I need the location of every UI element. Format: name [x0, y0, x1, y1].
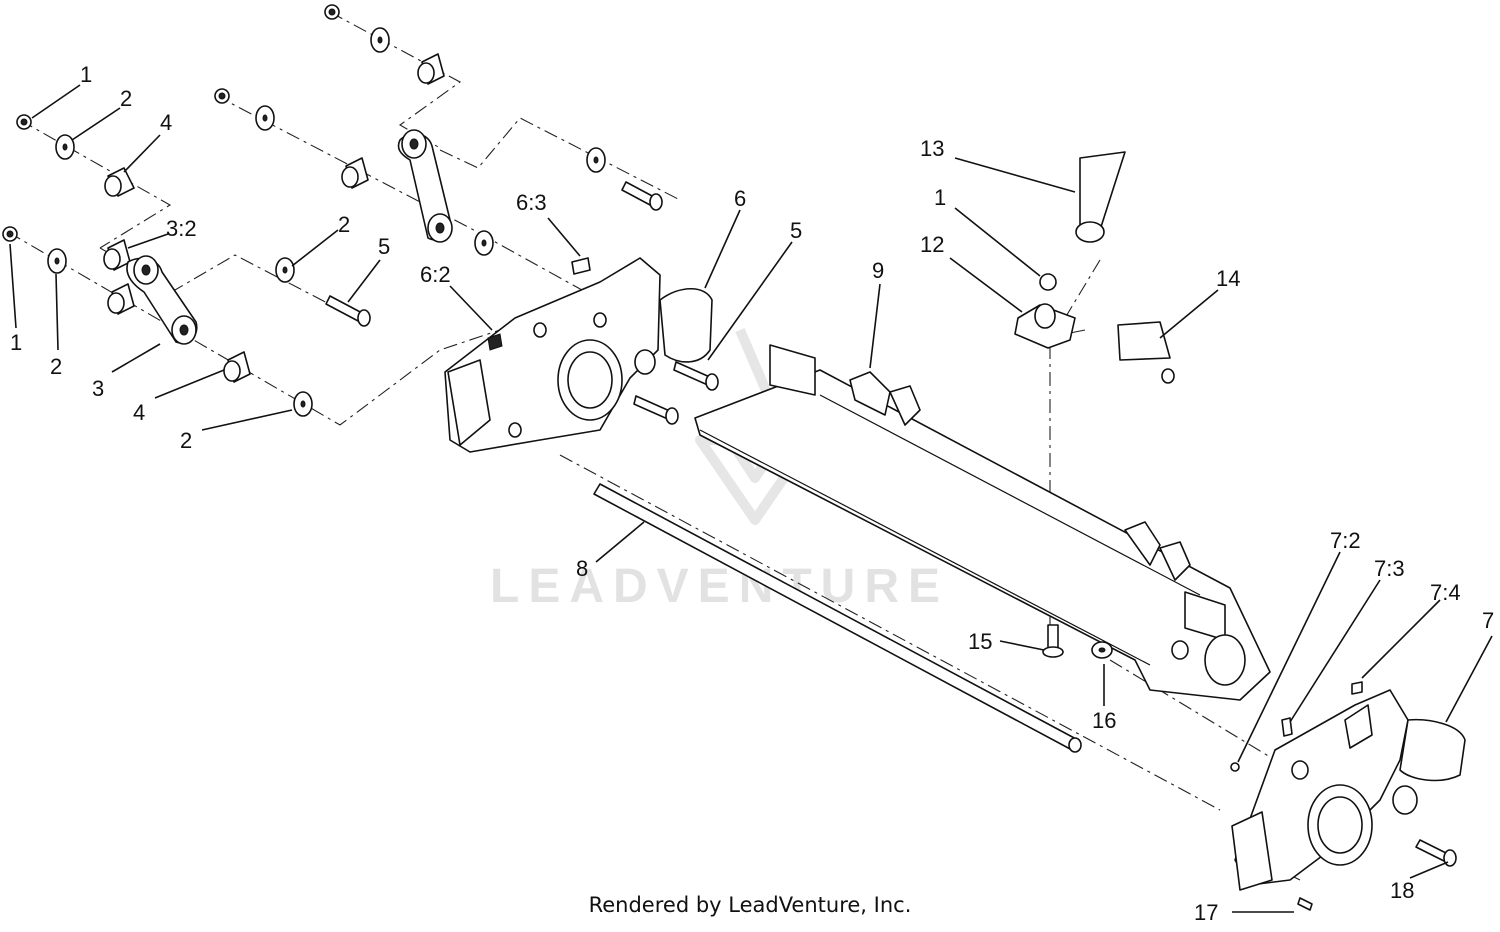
- callout-6-3: 6:3: [516, 190, 547, 215]
- callout-9: 9: [872, 258, 884, 283]
- callout-17: 17: [1194, 900, 1218, 925]
- callout-12: 12: [920, 232, 944, 257]
- callout-14: 14: [1216, 266, 1240, 291]
- callout-7-2: 7:2: [1330, 528, 1361, 553]
- callout-4: 4: [160, 110, 172, 135]
- callout-2: 2: [50, 354, 62, 379]
- link-arm-3: [126, 255, 198, 345]
- render-credit: Rendered by LeadVenture, Inc.: [0, 893, 1500, 917]
- callout-18: 18: [1390, 878, 1414, 903]
- handle-13: [1075, 151, 1126, 243]
- callout-2: 2: [120, 86, 132, 111]
- leader-lines: [9, 84, 1493, 913]
- callout-5: 5: [790, 218, 802, 243]
- callout-labels: 1 2 4 3:2 2 5 1 2 3 4 2 6:3 6 6:2 5 9 13…: [10, 62, 1494, 925]
- washer-16: [1091, 641, 1113, 659]
- hardware-upper-left: [2, 4, 663, 417]
- callout-13: 13: [920, 136, 944, 161]
- callout-1: 1: [10, 330, 22, 355]
- callout-7: 7: [1482, 608, 1494, 633]
- callout-1: 1: [934, 185, 946, 210]
- callout-7-3: 7:3: [1374, 556, 1405, 581]
- render-credit-text: Rendered by LeadVenture, Inc.: [588, 893, 912, 917]
- callout-1: 1: [80, 62, 92, 87]
- callout-6-2: 6:2: [420, 262, 451, 287]
- rod-8: [593, 483, 1082, 753]
- callout-4: 4: [133, 400, 145, 425]
- assembly-lines: [7, 11, 1301, 881]
- bolt-15: [1042, 624, 1064, 658]
- pin-14: [1117, 321, 1175, 384]
- callout-7-4: 7:4: [1430, 580, 1461, 605]
- left-pivot-bracket: [444, 257, 719, 453]
- link-arm-upper: [397, 129, 453, 243]
- callout-3: 3: [92, 376, 104, 401]
- callout-16: 16: [1092, 708, 1116, 733]
- callout-15: 15: [968, 629, 992, 654]
- callout-5: 5: [378, 234, 390, 259]
- callout-3-2: 3:2: [166, 216, 197, 241]
- latch-bracket-12: [1014, 273, 1076, 349]
- callout-2: 2: [338, 212, 350, 237]
- callout-8: 8: [576, 556, 588, 581]
- right-pivot-bracket: [1230, 681, 1466, 911]
- callout-2: 2: [180, 428, 192, 453]
- callout-6: 6: [734, 186, 746, 211]
- main-frame: [694, 344, 1271, 701]
- watermark-text: LEADVENTURE: [490, 560, 949, 613]
